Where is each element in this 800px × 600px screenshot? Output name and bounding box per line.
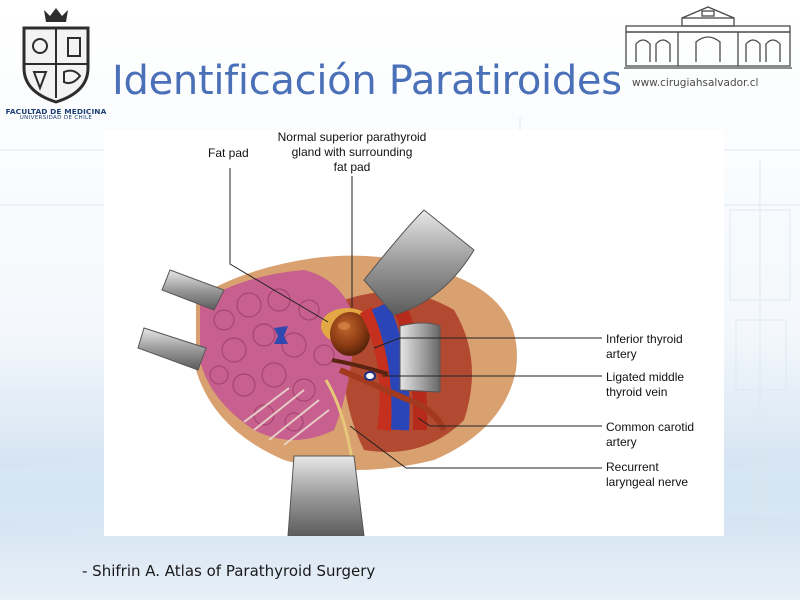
recurrent-laryngeal-nerve bbox=[324, 379, 354, 461]
faculty-line2: UNIVERSIDAD DE CHILE bbox=[19, 114, 93, 121]
internal-jugular-vein bbox=[371, 302, 410, 431]
label-middle-thyroid-vein: Ligated middle thyroid vein bbox=[606, 370, 685, 399]
hospital-building-icon bbox=[624, 6, 792, 69]
illustration-drawing bbox=[137, 168, 602, 536]
label-recurrent-laryngeal-nerve: Recurrent laryngeal nerve bbox=[606, 460, 689, 489]
citation: - Shifrin A. Atlas of Parathyroid Surger… bbox=[82, 562, 376, 580]
page-title: Identificación Paratiroides bbox=[112, 58, 622, 104]
label-inferior-thyroid-artery: Inferior thyroid artery bbox=[606, 332, 683, 361]
ligated-vein-stump bbox=[364, 371, 376, 381]
thyroid-lobe bbox=[200, 270, 354, 440]
faculty-name: FACULTAD DE MEDICINA UNIVERSIDAD DE CHIL… bbox=[4, 108, 108, 122]
retractor-top bbox=[363, 209, 475, 316]
surgical-clip bbox=[274, 326, 288, 344]
website-url: www.cirugiahsalvador.cl bbox=[632, 77, 759, 89]
parathyroid-gland bbox=[330, 312, 370, 356]
surgical-illustration: Fat pad Normal superior parathyroid glan… bbox=[104, 130, 724, 536]
label-fat-pad: Fat pad bbox=[208, 146, 249, 160]
retractor-left-lower bbox=[137, 327, 207, 371]
retractor-bottom bbox=[287, 455, 365, 536]
retractor-left-upper bbox=[161, 269, 225, 311]
label-superior-parathyroid: Normal superior parathyroid gland with s… bbox=[277, 130, 427, 174]
faculty-line1: FACULTAD DE MEDICINA bbox=[5, 107, 107, 116]
inferior-thyroid-artery bbox=[359, 306, 394, 431]
retractor-right bbox=[399, 322, 441, 393]
university-shield-icon bbox=[22, 8, 90, 104]
label-common-carotid-artery: Common carotid artery bbox=[606, 420, 695, 449]
